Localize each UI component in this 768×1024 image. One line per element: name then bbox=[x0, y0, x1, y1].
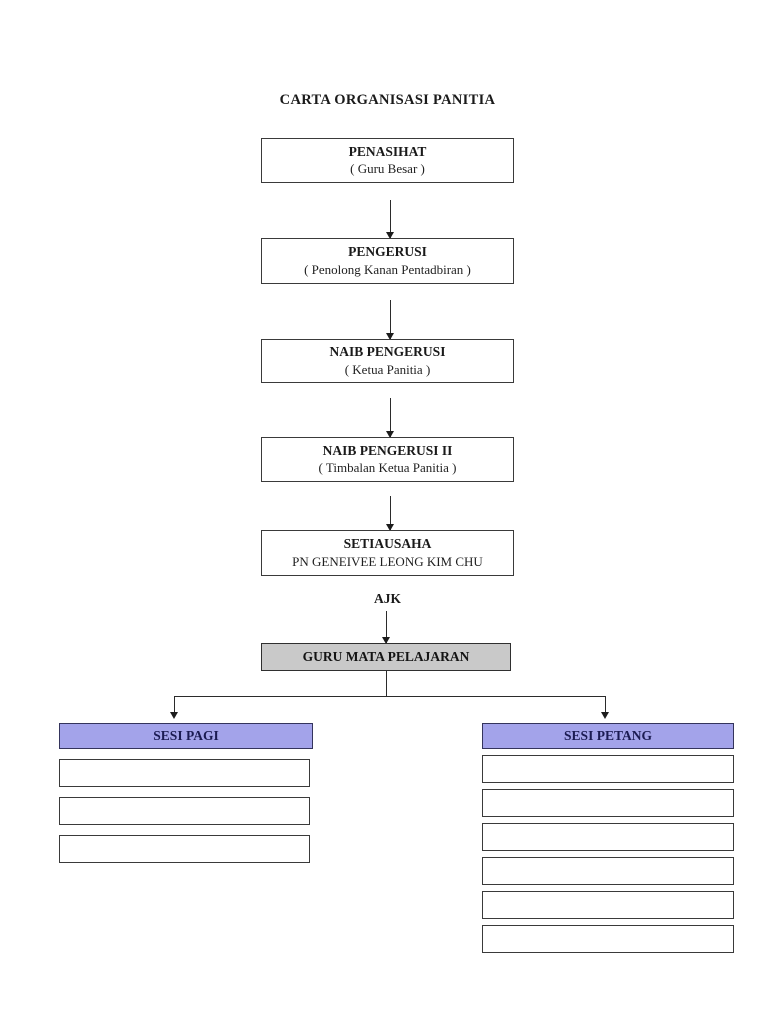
org-box-penasihat: PENASIHAT ( Guru Besar ) bbox=[261, 138, 514, 183]
role-subtitle: ( Timbalan Ketua Panitia ) bbox=[318, 460, 457, 476]
org-box-pengerusi: PENGERUSI ( Penolong Kanan Pentadbiran ) bbox=[261, 238, 514, 284]
org-box-setiausaha: SETIAUSAHA PN GENEIVEE LEONG KIM CHU bbox=[261, 530, 514, 576]
empty-member-box bbox=[482, 891, 734, 919]
role-subtitle: PN GENEIVEE LEONG KIM CHU bbox=[292, 553, 483, 569]
empty-member-box bbox=[482, 823, 734, 851]
org-box-guru-mata-pelajaran: GURU MATA PELAJARAN bbox=[261, 643, 511, 671]
session-header-pagi: SESI PAGI bbox=[59, 723, 313, 749]
empty-member-box bbox=[59, 759, 310, 787]
session-column-pagi: SESI PAGI bbox=[59, 723, 313, 863]
org-box-naib-pengerusi: NAIB PENGERUSI ( Ketua Panitia ) bbox=[261, 339, 514, 383]
session-column-petang: SESI PETANG bbox=[482, 723, 734, 953]
role-title: SETIAUSAHA bbox=[343, 536, 432, 552]
connector-horizontal-line bbox=[175, 696, 606, 697]
down-arrow-icon bbox=[382, 611, 390, 644]
session-slots-pagi bbox=[59, 759, 313, 863]
page-title: CARTA ORGANISASI PANITIA bbox=[279, 92, 496, 108]
down-arrow-icon bbox=[601, 696, 609, 719]
down-arrow-icon bbox=[386, 200, 394, 239]
empty-member-box bbox=[59, 835, 310, 863]
role-subtitle: ( Penolong Kanan Pentadbiran ) bbox=[304, 261, 471, 277]
empty-member-box bbox=[482, 789, 734, 817]
down-arrow-icon bbox=[386, 398, 394, 438]
role-title: PENASIHAT bbox=[348, 143, 427, 159]
role-subtitle: ( Guru Besar ) bbox=[350, 161, 425, 177]
role-subtitle: ( Ketua Panitia ) bbox=[344, 361, 431, 377]
ajk-label: AJK bbox=[374, 591, 401, 606]
empty-member-box bbox=[59, 797, 310, 825]
role-title: PENGERUSI bbox=[348, 244, 427, 260]
empty-member-box bbox=[482, 857, 734, 885]
role-title: NAIB PENGERUSI II bbox=[322, 442, 453, 458]
connector-vertical-line bbox=[386, 671, 387, 697]
org-box-naib-pengerusi-ii: NAIB PENGERUSI II ( Timbalan Ketua Panit… bbox=[261, 437, 514, 482]
session-header-petang: SESI PETANG bbox=[482, 723, 734, 749]
empty-member-box bbox=[482, 755, 734, 783]
down-arrow-icon bbox=[170, 696, 178, 719]
down-arrow-icon bbox=[386, 496, 394, 531]
empty-member-box bbox=[482, 925, 734, 953]
session-slots-petang bbox=[482, 755, 734, 953]
role-title: NAIB PENGERUSI bbox=[329, 344, 446, 360]
down-arrow-icon bbox=[386, 300, 394, 340]
